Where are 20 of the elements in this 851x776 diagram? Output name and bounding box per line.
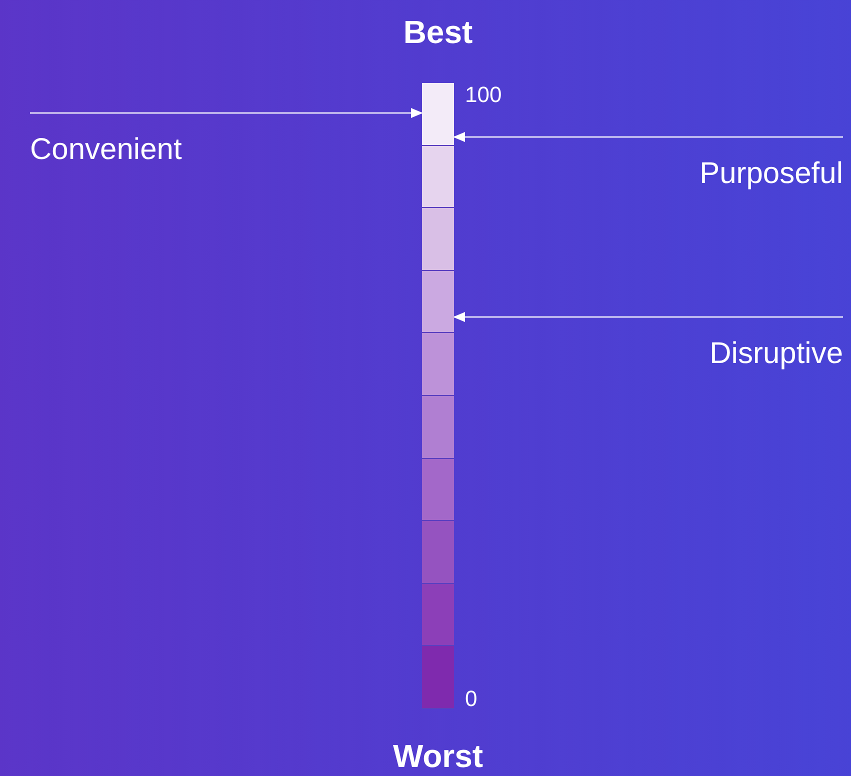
leader-arrow — [30, 108, 423, 118]
scale-segment — [422, 458, 454, 522]
scale-label: Disruptive — [643, 317, 843, 379]
scale-label: Purposeful — [643, 137, 843, 199]
scale-segment — [422, 584, 454, 646]
leader-arrow — [453, 312, 843, 322]
tick-label: 0 — [465, 686, 478, 711]
scale-segment — [422, 146, 454, 208]
scale-segment — [422, 333, 454, 396]
scale-segment — [422, 83, 454, 146]
scale-end-label: Best — [403, 14, 473, 50]
scale-segment — [422, 208, 454, 271]
scale-label: Convenient — [30, 113, 230, 175]
scale-end-label: Worst — [392, 738, 484, 774]
scale-segment — [422, 646, 454, 709]
scale-segment — [422, 270, 454, 334]
leader-arrow — [453, 132, 843, 142]
scale-segment — [422, 396, 454, 459]
tick-label: 100 — [465, 82, 502, 107]
scale-segment — [422, 521, 454, 584]
